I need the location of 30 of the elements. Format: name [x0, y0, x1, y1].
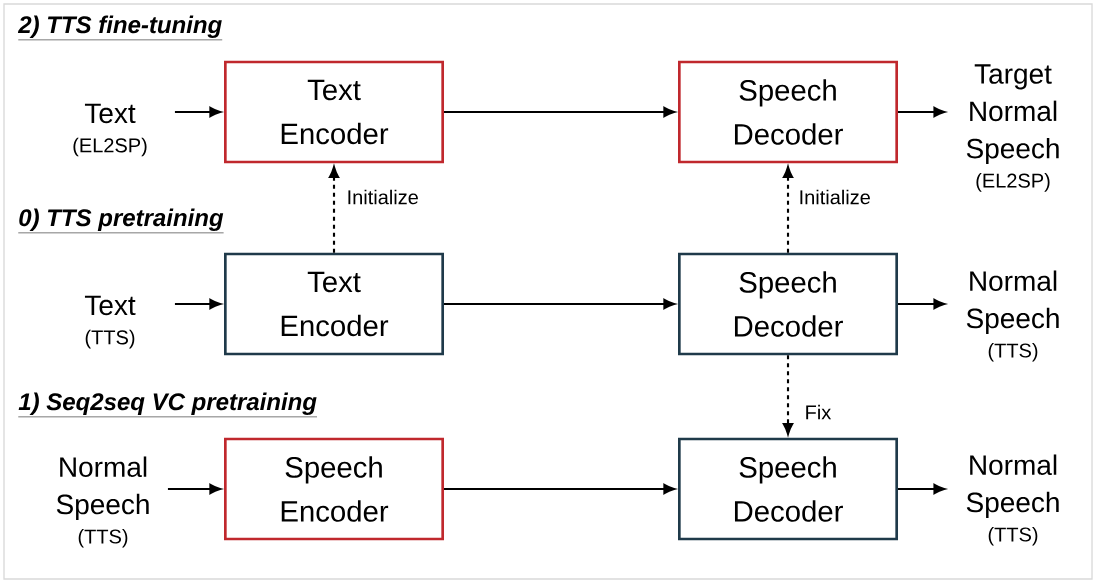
text-label: Text (EL2SP): [73, 103, 147, 157]
text-label: Text (TTS): [84, 295, 136, 349]
process-box: Speech Decoder: [678, 60, 898, 164]
section-heading: 2) TTS fine-tuning: [17, 15, 223, 41]
process-box: Text Encoder: [224, 60, 444, 164]
arrow: [898, 483, 946, 495]
section-heading: 1) Seq2seq VC pretraining: [18, 392, 318, 418]
arrow: [782, 355, 794, 435]
process-box: Speech Encoder: [224, 437, 444, 541]
text-label: Normal Speech (TTS): [56, 456, 149, 548]
arrow: [898, 298, 946, 310]
arrow: [898, 106, 946, 118]
edge-label: Initialize: [345, 188, 421, 206]
edge-label: Initialize: [797, 188, 873, 206]
edge-label: Fix: [803, 403, 833, 421]
arrow: [444, 483, 675, 495]
section-heading: 0) TTS pretraining: [18, 208, 224, 234]
process-box: Speech Decoder: [678, 252, 898, 356]
arrow: [444, 106, 675, 118]
process-box: Text Encoder: [224, 252, 444, 356]
text-label: Normal Speech (TTS): [966, 454, 1059, 546]
arrow: [782, 166, 794, 253]
arrow: [167, 483, 221, 495]
text-label: Target Normal Speech (EL2SP): [966, 64, 1059, 192]
arrow: [328, 166, 340, 253]
text-label: Normal Speech (TTS): [966, 270, 1059, 362]
arrow: [174, 106, 221, 118]
process-box: Speech Decoder: [678, 437, 898, 541]
arrow: [444, 298, 675, 310]
arrow: [174, 298, 221, 310]
